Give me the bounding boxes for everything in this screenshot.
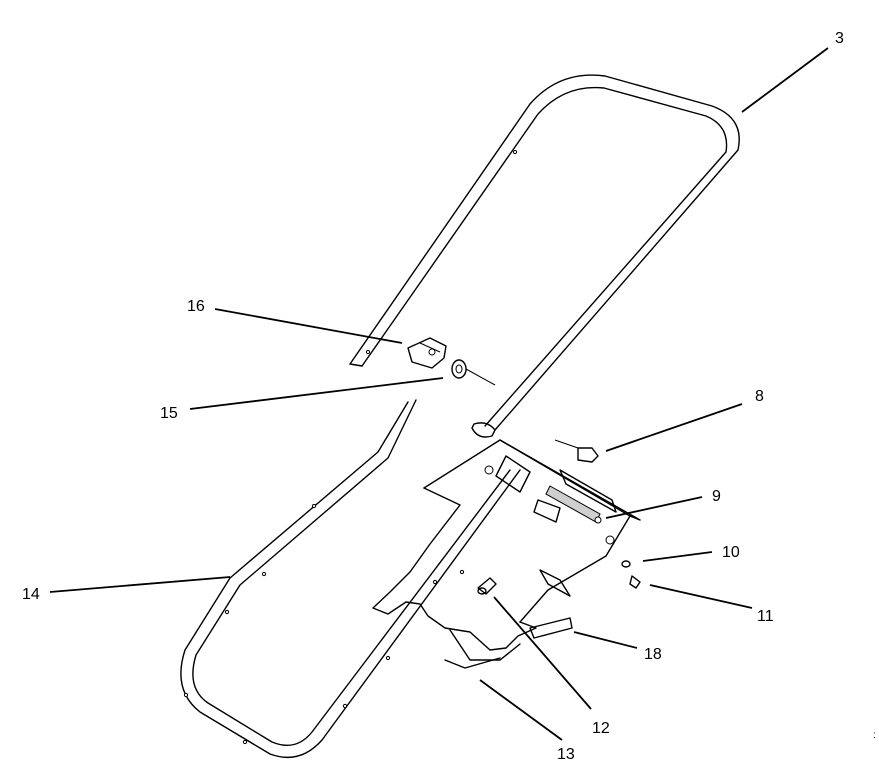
bolt-part [554,439,599,463]
callout-8: 8 [755,388,764,405]
corner-mark: : [873,730,876,741]
callout-16: 16 [187,298,205,315]
callout-15: 15 [160,405,178,422]
callout-18: 18 [644,646,662,663]
base-frame [372,439,641,669]
callout-3: 3 [835,30,844,47]
washer-part [451,359,496,386]
leader-lines [49,47,829,741]
callout-labels: 3 8 9 10 11 12 13 14 15 16 18 : [22,30,876,763]
handle-hole-icon [365,349,371,355]
knob-part [407,337,447,369]
plug-part [477,577,497,595]
callout-9: 9 [712,488,721,505]
handle-hole-icon [512,149,518,155]
callout-11: 11 [757,608,774,625]
callout-13: 13 [557,746,575,763]
callout-10: 10 [722,544,740,561]
callout-12: 12 [592,720,610,737]
callout-14: 14 [22,586,40,603]
lower-handle [180,399,521,758]
label-part [529,617,573,639]
upper-handle [349,74,740,438]
washer-screw-part [621,560,641,589]
